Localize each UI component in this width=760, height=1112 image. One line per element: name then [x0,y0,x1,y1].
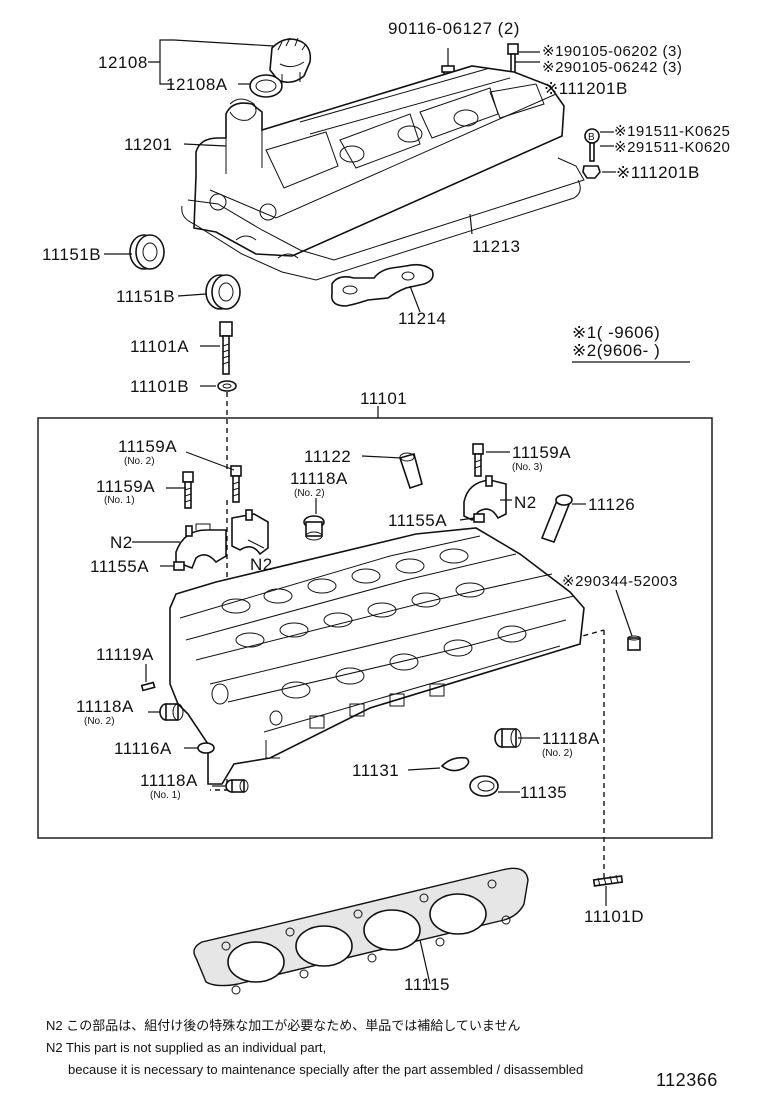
stud-11101d-drawing [592,874,624,887]
label-11101b: 11101B [130,377,189,396]
plug-no2-right-drawing [494,728,522,748]
label-11201: 11201 [124,135,173,154]
label-91511-k0625: ※191511-K0625 [614,123,730,140]
cylinder-head-group-box [37,417,713,839]
label-11119a: 11119A [96,645,154,664]
cam-cap-bolt-no1-drawing [182,471,194,509]
footnote-japanese: N2 この部品は、組付け後の特殊な加工が必要なため、単品では補給していません [46,1018,520,1033]
label-11118a-no2-top: 11118A [290,469,348,488]
label-11101: 11101 [360,389,407,408]
label-11118a-no2-top-sub: (No. 2) [294,488,325,499]
label-11151b-2: 11151B [116,287,175,306]
label-111201b-top: ※111201B [544,79,628,98]
label-11118a-no1-sub: (No. 1) [150,790,181,801]
bearing-cap-left-drawing [175,523,227,570]
cam-cap-bolt-no3-drawing [472,443,484,477]
plug-no2-top-drawing [303,515,325,541]
label-n2-center: N2 [250,555,273,574]
label-90105-06202: ※190105-06202 (3) [542,43,682,60]
label-11159a-no2: 11159A [118,437,177,456]
oil-seal-1-drawing [129,234,165,270]
label-11122: 11122 [304,447,351,466]
label-11118a-no2-left: 11118A [76,697,134,716]
label-11135: 11135 [520,783,567,802]
label-11115: 11115 [404,975,450,994]
label-90105-06242: ※290105-06242 (3) [542,59,682,76]
cover-gasket-drawing [181,157,585,281]
label-11213: 11213 [472,237,521,256]
footnote-english-2: because it is necessary to maintenance s… [68,1062,583,1077]
label-11159a-no3: 11159A [512,443,571,462]
head-gasket-drawing [193,867,529,995]
label-11151b-1: 11151B [42,245,101,264]
legend-note-1: ※1( -9606) [572,323,660,342]
label-11155a-right: 11155A [388,511,447,530]
label-11159a-no2-sub: (No. 2) [124,456,155,467]
label-91511-k0620: ※291511-K0620 [614,139,730,156]
gasket-11131-drawing [440,756,470,772]
label-11101d: 11101D [584,907,644,926]
plug-90344-drawing [627,635,641,651]
label-11118a-no2-left-sub: (No. 2) [84,716,115,727]
plug-tube-11126-drawing [540,494,573,543]
plug-no1-drawing [225,779,249,793]
filler-cap-gasket-drawing [249,74,283,98]
legend-note-2: ※2(9606- ) [572,341,660,360]
label-11118a-no2-right-sub: (No. 2) [542,748,573,759]
cylinder-head-body-drawing [169,527,585,785]
label-11118a-no1: 11118A [140,771,198,790]
oil-seal-2-drawing [205,274,241,310]
label-n2-right: N2 [514,493,537,512]
label-11118a-no2-right: 11118A [542,729,600,748]
cylinder-head-cover-drawing [193,65,565,257]
plug-11116a-drawing [197,742,215,754]
label-12108a: 12108A [166,75,228,94]
label-111201b-right: ※111201B [616,163,700,182]
pin-11122-drawing [398,452,423,490]
label-90116-06127: 90116-06127 (2) [388,19,520,38]
cam-cap-bolt-no2-drawing [230,465,242,503]
label-11155a-left: 11155A [90,557,149,576]
label-90344-52003: ※290344-52003 [562,573,678,590]
label-11126: 11126 [588,495,635,514]
svg-text:B: B [588,132,595,143]
grommet-111201b-2-drawing [582,165,616,179]
label-n2-left: N2 [110,533,133,552]
leader-lines-main [132,451,633,985]
label-11101a: 11101A [130,337,189,356]
bolt-90105-drawing [507,43,540,77]
bearing-cap-center-drawing [231,509,269,556]
head-bolt-washer-drawing [217,380,237,392]
pin-11119a-drawing [140,681,156,692]
label-12108: 12108 [98,53,148,72]
figure-number: 112366 [656,1070,718,1090]
plug-no2-left-drawing [159,703,184,721]
label-11159a-no1: 11159A [96,477,155,496]
label-11131: 11131 [352,761,399,780]
seal-11135-drawing [469,775,499,797]
label-11116a: 11116A [114,739,172,758]
bearing-cap-right-drawing [463,475,507,522]
dowel-2-drawing [173,561,185,571]
head-bolt-drawing [219,321,233,375]
leader-lines-top [104,39,690,387]
footnote-english-1: N2 This part is not supplied as an indiv… [46,1040,326,1055]
label-11159a-no1-sub: (No. 1) [104,495,135,506]
oil-filler-cap-drawing [269,37,312,84]
spark-plug-tube-gasket-drawing [330,263,434,307]
dowel-1-drawing [473,513,485,523]
washer-91511-drawing: B [584,128,614,162]
label-11159a-no3-sub: (No. 3) [512,462,543,473]
label-11214: 11214 [398,309,447,328]
